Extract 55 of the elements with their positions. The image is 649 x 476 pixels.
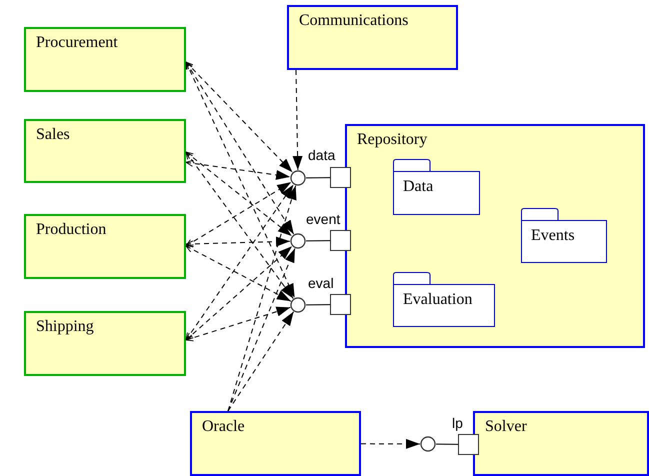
component-name: Oracle	[202, 418, 245, 436]
dependency-arrow	[186, 184, 294, 340]
component-box	[24, 119, 186, 183]
dependency-arrow	[186, 236, 290, 248]
component-name: Evaluation	[403, 291, 472, 309]
package-folder	[393, 272, 495, 327]
dependency-arrow	[186, 62, 294, 235]
dependency-arrow	[228, 185, 296, 412]
dependency-arrow	[186, 160, 291, 180]
port-square	[330, 230, 351, 251]
component-name: Repository	[357, 131, 428, 149]
port-square	[330, 167, 351, 188]
package-folder	[521, 208, 607, 263]
component-name: Procurement	[36, 34, 118, 52]
component-box	[24, 214, 186, 279]
interface-circle	[290, 297, 306, 313]
dependency-arrow	[186, 62, 293, 173]
component-name: Sales	[36, 126, 70, 144]
component-box	[190, 411, 361, 476]
dependency-arrow	[186, 152, 294, 300]
component-name: Data	[403, 178, 434, 196]
connector-line	[436, 444, 458, 445]
connector-line	[306, 177, 330, 178]
component-name: Events	[531, 227, 575, 245]
component-name: Solver	[485, 418, 527, 436]
dependency-arrow	[292, 70, 303, 170]
component-box	[24, 27, 186, 92]
interface-circle	[290, 233, 306, 249]
component-box	[345, 124, 645, 348]
port-square	[330, 294, 351, 315]
component-name: Communications	[299, 12, 408, 30]
connector-line	[306, 240, 330, 242]
dependency-arrow	[186, 62, 296, 298]
dependency-arrow	[186, 306, 291, 342]
component-name: Production	[36, 221, 106, 239]
dependency-arrow	[228, 248, 296, 412]
interface-label: event	[306, 211, 340, 227]
dependency-arrow	[360, 438, 420, 449]
interface-circle	[290, 170, 306, 186]
component-box	[287, 5, 458, 70]
dependency-arrow	[186, 182, 292, 246]
interface-label: lp	[452, 415, 463, 431]
component-box	[24, 311, 186, 376]
component-name: Shipping	[36, 318, 94, 336]
connector-line	[306, 304, 330, 306]
package-folder	[393, 159, 480, 215]
dependency-arrow	[186, 246, 292, 340]
port-square	[458, 434, 479, 455]
dependency-arrow	[228, 311, 294, 412]
dependency-arrow	[186, 152, 292, 237]
interface-circle	[420, 436, 436, 452]
component-box	[473, 411, 649, 476]
interface-label: eval	[308, 275, 334, 291]
interface-label: data	[308, 147, 336, 163]
dependency-arrow	[186, 246, 292, 302]
